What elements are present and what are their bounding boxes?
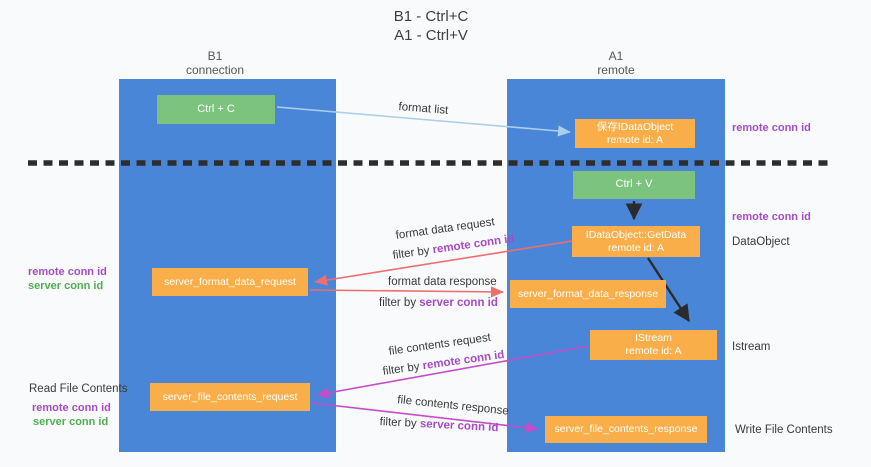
istream-annotation: Istream <box>732 341 771 353</box>
node-istream: IStream remote id: A <box>590 330 717 360</box>
left-column-name: B1 <box>207 49 223 63</box>
remote-conn-id-text: remote conn id <box>431 232 516 257</box>
remote-conn-id-text: remote conn id <box>421 348 506 373</box>
istream-line2: remote id: A <box>625 345 682 357</box>
node-server-format-data-response: server_format_data_response <box>510 280 666 308</box>
istream-line1: IStream <box>635 332 672 345</box>
save-idataobject-line1: 保存IDataObject <box>596 120 674 133</box>
node-server-file-contents-response: server_file_contents_response <box>545 416 707 443</box>
right-column-name: A1 <box>608 49 624 63</box>
left-column-subtitle: connection <box>185 62 245 77</box>
remote-conn-id-annotation-bottom-left: remote conn id <box>32 402 111 414</box>
diagram-title: B1 - Ctrl+C A1 - Ctrl+V <box>0 8 862 46</box>
server-file-contents-request-label: server_file_contents_request <box>162 390 298 403</box>
server-conn-id-annotation-left: server conn id <box>28 280 104 292</box>
node-server-format-data-request: server_format_data_request <box>152 268 308 296</box>
format-data-response-label: format data response <box>388 276 497 288</box>
right-column-header: A1 remote <box>506 49 726 78</box>
title-line-1: B1 - Ctrl+C <box>393 8 469 25</box>
remote-conn-id-annotation-top: remote conn id <box>732 122 811 134</box>
node-server-file-contents-request: server_file_contents_request <box>150 383 310 411</box>
node-save-idataobject: 保存IDataObject remote id: A <box>575 119 695 148</box>
server-conn-id-text: server conn id <box>419 418 499 435</box>
server-format-data-request-label: server_format_data_request <box>164 275 296 288</box>
write-file-contents-annotation: Write File Contents <box>735 424 833 436</box>
right-column-subtitle: remote <box>597 62 635 77</box>
filter-by-text: filter by <box>379 416 421 431</box>
node-ctrl-v: Ctrl + V <box>573 171 695 199</box>
filter-by-text: filter by <box>379 297 420 309</box>
file-contents-response-filter-label: filter by server conn id <box>379 416 498 434</box>
server-format-data-response-label: server_format_data_response <box>517 287 659 300</box>
ctrl-v-label: Ctrl + V <box>615 178 653 191</box>
filter-by-text: filter by <box>382 360 424 378</box>
title-line-2: A1 - Ctrl+V <box>394 26 468 44</box>
dataobject-annotation: DataObject <box>732 236 790 248</box>
format-data-response-filter-label: filter by server conn id <box>379 297 498 309</box>
node-ctrl-c: Ctrl + C <box>157 95 275 124</box>
format-list-arrow-label: format list <box>398 101 449 117</box>
getdata-line2: remote id: A <box>607 241 665 254</box>
save-idataobject-line2: remote id: A <box>606 133 664 146</box>
remote-conn-id-annotation-left: remote conn id <box>28 266 107 278</box>
server-file-contents-response-label: server_file_contents_response <box>554 423 698 436</box>
file-contents-response-label: file contents response <box>396 394 510 418</box>
ctrl-c-label: Ctrl + C <box>197 102 235 115</box>
server-conn-id-text: server conn id <box>419 297 498 309</box>
filter-by-text: filter by <box>392 244 434 262</box>
remote-conn-id-annotation-mid: remote conn id <box>732 211 811 223</box>
format-data-response-arrow <box>309 286 504 298</box>
getdata-line1: IDataObject::GetData <box>585 228 687 241</box>
left-column-header: B1 connection <box>105 49 325 78</box>
server-conn-id-annotation-bottom-left: server conn id <box>33 416 109 428</box>
node-idataobject-getdata: IDataObject::GetData remote id: A <box>572 226 700 257</box>
read-file-contents-annotation: Read File Contents <box>29 383 128 395</box>
